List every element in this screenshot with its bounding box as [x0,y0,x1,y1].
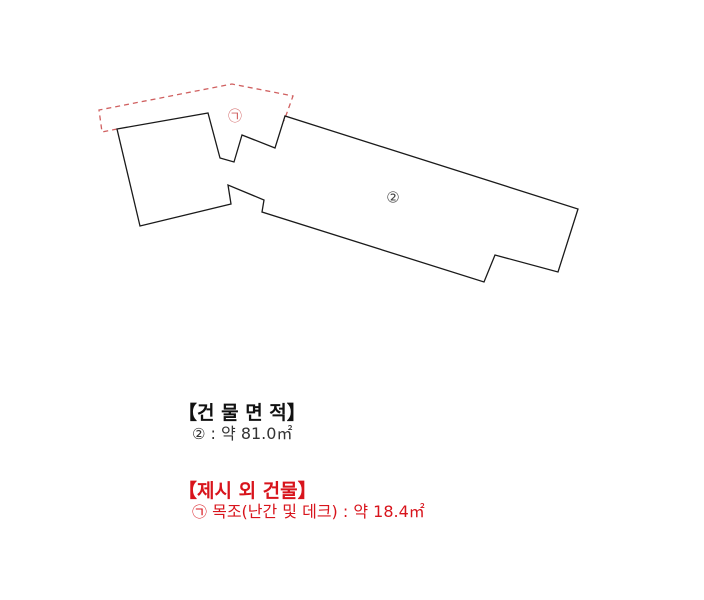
main-building-outline [116,112,579,283]
building-area-text: : 약 81.0㎡ [205,424,293,443]
extra-building-heading: 【제시 외 건물】 [178,480,317,502]
annex-mark: ㉠ [192,503,208,521]
building-area-item: ② : 약 81.0㎡ [192,424,306,444]
building-area-heading: 【건 물 면 적】 [178,402,306,424]
extra-building-text: 목조(난간 및 데크) : 약 18.4㎡ [207,502,425,521]
building-mark: ② [192,425,206,443]
main-building-label: ② [386,189,399,207]
annex-dashed-outline [98,83,294,133]
building-area-legend: 【건 물 면 적】 ② : 약 81.0㎡ [178,402,306,444]
extra-building-item: ㉠ 목조(난간 및 데크) : 약 18.4㎡ [192,502,425,522]
annex-building-label: ㉠ [228,109,242,125]
extra-building-legend: 【제시 외 건물】 ㉠ 목조(난간 및 데크) : 약 18.4㎡ [178,480,425,522]
